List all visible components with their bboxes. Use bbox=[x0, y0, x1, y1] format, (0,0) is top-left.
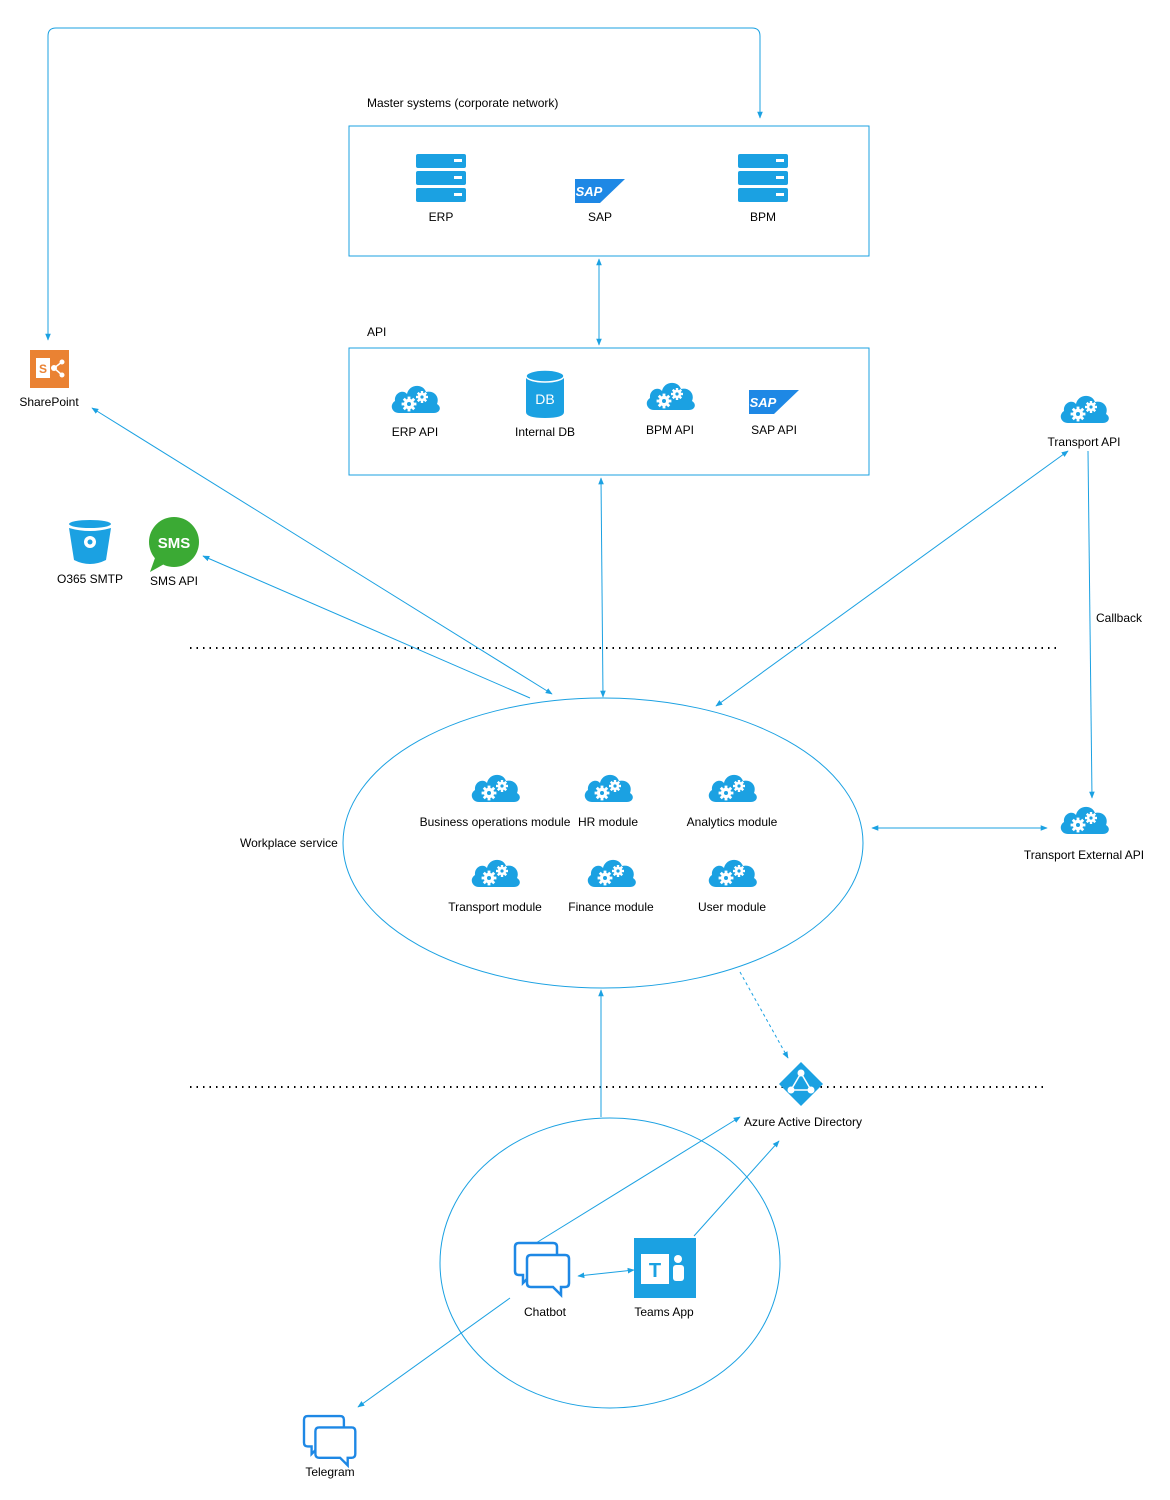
workplace-service-label: Workplace service bbox=[240, 836, 338, 850]
teams-app-icon: T bbox=[634, 1238, 696, 1298]
transport-api-cloud-icon bbox=[1060, 395, 1109, 423]
workplace-service-ellipse bbox=[342, 697, 864, 989]
finance-module-label: Finance module bbox=[568, 900, 654, 914]
telegram-icon bbox=[302, 1414, 357, 1467]
azure-ad-diamond-icon bbox=[779, 1062, 823, 1106]
connector-master-sharepoint bbox=[45, 27, 763, 341]
transport-external-api-cloud-icon bbox=[1060, 806, 1109, 834]
api-group-label: API bbox=[367, 325, 386, 339]
erp-label: ERP bbox=[429, 210, 454, 224]
teams-app-label: Teams App bbox=[634, 1305, 694, 1319]
transport-api-label: Transport API bbox=[1048, 435, 1121, 449]
sharepoint-icon-letter: S bbox=[39, 362, 47, 376]
transport-module-label: Transport module bbox=[448, 900, 542, 914]
bpm-server-icon bbox=[738, 154, 788, 202]
erp-server-icon bbox=[416, 154, 466, 202]
bpm-api-cloud-icon bbox=[646, 382, 695, 410]
transport-module-cloud-icon bbox=[471, 859, 520, 887]
callback-label: Callback bbox=[1096, 611, 1143, 625]
hr-module-cloud-icon bbox=[584, 774, 633, 802]
connector-workplace-transport-api bbox=[715, 450, 1069, 707]
o365-bucket-icon bbox=[69, 520, 111, 564]
sap-logo-icon: SAP bbox=[575, 179, 625, 203]
user-module-label: User module bbox=[698, 900, 766, 914]
connector-teams-azure-ad bbox=[693, 1140, 780, 1237]
sap-api-label: SAP API bbox=[751, 423, 797, 437]
user-module-cloud-icon bbox=[708, 859, 757, 887]
hr-module-label: HR module bbox=[578, 815, 638, 829]
database-icon-text: DB bbox=[535, 391, 554, 407]
telegram-label: Telegram bbox=[305, 1465, 354, 1479]
sap-logo-text: SAP bbox=[576, 184, 603, 199]
analytics-module-label: Analytics module bbox=[687, 815, 778, 829]
clients-ellipse bbox=[439, 1117, 781, 1409]
o365-smtp-label: O365 SMTP bbox=[57, 572, 123, 586]
sap-api-logo-icon: SAP bbox=[749, 390, 799, 414]
connector-workplace-sms bbox=[202, 555, 531, 699]
connector-workplace-sharepoint bbox=[91, 407, 553, 695]
sms-api-label: SMS API bbox=[150, 574, 198, 588]
teams-app-icon-letter: T bbox=[649, 1260, 661, 1282]
sharepoint-label: SharePoint bbox=[19, 395, 79, 409]
analytics-module-cloud-icon bbox=[708, 774, 757, 802]
finance-module-cloud-icon bbox=[587, 859, 636, 887]
connector-chatbot-teams bbox=[577, 1267, 635, 1279]
sap-api-logo-text: SAP bbox=[750, 395, 777, 410]
internal-db-label: Internal DB bbox=[515, 425, 575, 439]
master-systems-label: Master systems (corporate network) bbox=[367, 96, 558, 110]
chatbot-label: Chatbot bbox=[524, 1305, 567, 1319]
erp-api-cloud-icon bbox=[391, 385, 440, 413]
sap-label: SAP bbox=[588, 210, 612, 224]
sharepoint-icon: S bbox=[30, 350, 69, 388]
connector-callback bbox=[1087, 450, 1095, 799]
connector-chatbot-azure-ad bbox=[535, 1116, 741, 1244]
business-operations-module-label: Business operations module bbox=[420, 815, 571, 829]
sms-bubble-text: SMS bbox=[158, 535, 191, 552]
erp-api-label: ERP API bbox=[392, 425, 438, 439]
azure-ad-label: Azure Active Directory bbox=[744, 1115, 862, 1129]
connector-workplace-azure-ad bbox=[739, 971, 789, 1059]
business-operations-module-cloud-icon bbox=[471, 774, 520, 802]
connector-api-workplace bbox=[598, 477, 606, 698]
bpm-api-label: BPM API bbox=[646, 423, 694, 437]
connector-chatbot-telegram bbox=[357, 1297, 511, 1408]
bpm-label: BPM bbox=[750, 210, 776, 224]
transport-external-api-label: Transport External API bbox=[1024, 848, 1144, 862]
chatbot-icon bbox=[513, 1241, 571, 1297]
database-icon: DB bbox=[525, 369, 565, 418]
sms-bubble-icon: SMS bbox=[149, 517, 199, 572]
